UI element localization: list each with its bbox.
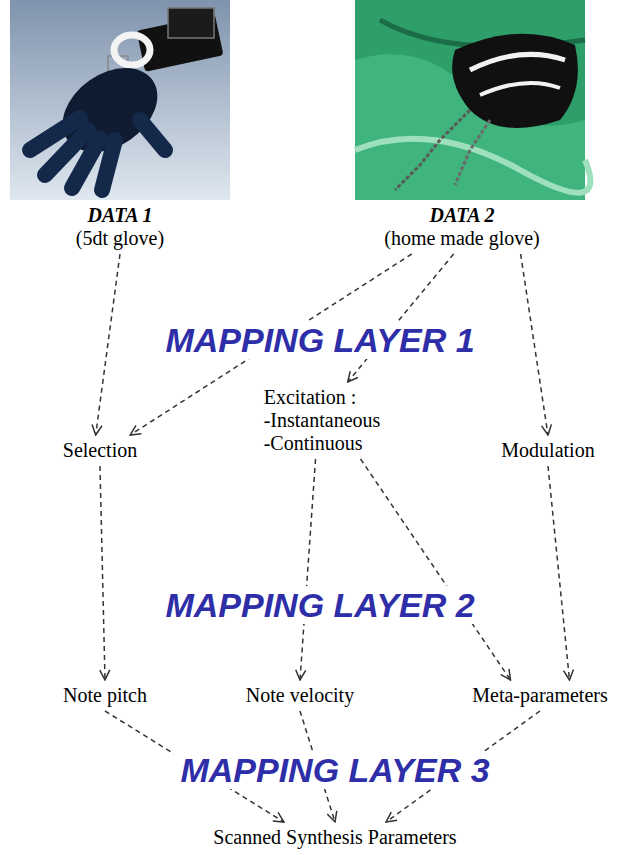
dashed-arrow <box>96 254 120 435</box>
finger <box>72 138 100 188</box>
dashed-arrow <box>361 459 511 680</box>
glove-photo-1 <box>10 0 230 200</box>
sensor-box <box>168 8 214 38</box>
node-box: Note velocity <box>240 682 360 709</box>
photo-ground <box>355 0 585 200</box>
glove-fingers <box>30 118 165 190</box>
node-text: -Continuous <box>264 432 381 455</box>
cable <box>455 120 490 185</box>
layer-label: MAPPING LAYER 1 <box>159 321 480 359</box>
strap-ring <box>114 35 150 65</box>
node-heading: DATA 2 <box>384 204 540 227</box>
node-box: DATA 2(home made glove) <box>378 202 546 252</box>
node-box: Excitation :-Instantaneous-Continuous <box>258 384 387 457</box>
node-text: Meta-parameters <box>472 684 607 707</box>
glove-body <box>452 34 578 128</box>
thumb <box>140 120 165 150</box>
dashed-arrow <box>348 254 454 382</box>
node-text: (home made glove) <box>384 227 540 250</box>
glove-photo-2 <box>355 0 590 200</box>
dashed-arrow <box>548 466 569 680</box>
layer-label: MAPPING LAYER 2 <box>159 586 480 624</box>
node-box: Note pitch <box>57 682 153 709</box>
node-box: DATA 1(5dt glove) <box>70 202 170 252</box>
glove-stripe <box>480 83 560 95</box>
node-box: Meta-parameters <box>466 682 613 709</box>
node-text: Modulation <box>501 439 594 462</box>
node-text: -Instantaneous <box>264 409 381 432</box>
node-text: Note pitch <box>63 684 147 707</box>
dashed-arrow <box>300 459 316 680</box>
node-text: (5dt glove) <box>76 227 164 250</box>
finger <box>102 140 115 190</box>
glove-stripe <box>470 54 565 70</box>
dashed-arrow <box>521 254 548 435</box>
photo-ground <box>10 0 230 200</box>
node-text: Excitation : <box>264 386 381 409</box>
node-text: Selection <box>63 439 137 462</box>
node-box: Modulation <box>495 437 600 464</box>
dashed-arrow <box>100 466 105 680</box>
node-text: Note velocity <box>246 684 354 707</box>
node-box: Scanned Synthesis Parameters <box>207 824 462 851</box>
layer-label: MAPPING LAYER 3 <box>174 751 495 789</box>
node-box: Selection <box>57 437 143 464</box>
node-heading: DATA 1 <box>76 204 164 227</box>
node-text: Scanned Synthesis Parameters <box>213 826 456 849</box>
